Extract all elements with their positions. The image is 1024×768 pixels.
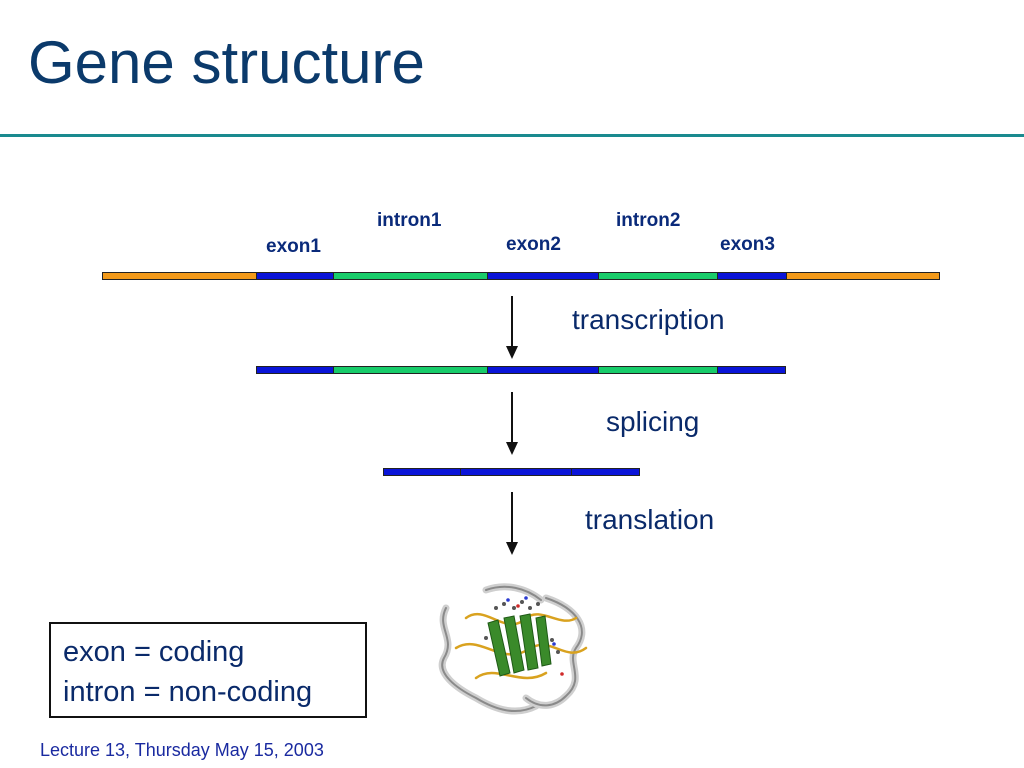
arrow-down-icon [506,492,518,555]
label-exon2: exon2 [506,234,561,255]
rna-intron2 [599,367,718,373]
rna-exon2 [488,367,599,373]
step-translation: translation [585,504,715,535]
slide-title: Gene structure [28,29,425,96]
mrna-exon3 [572,469,639,475]
label-exon1: exon1 [266,236,321,257]
dna-exon1 [257,273,334,279]
dna-intron2 [599,273,718,279]
label-intron1: intron1 [377,210,442,231]
slide-footer: Lecture 13, Thursday May 15, 2003 [40,740,324,760]
step-splicing: splicing [606,406,700,437]
mature-mrna-bar [383,468,640,476]
dna-exon3 [718,273,787,279]
rna-exon3 [718,367,785,373]
mrna-exon2 [461,469,572,475]
arrow-down-icon [506,392,518,455]
dna-exon2 [488,273,599,279]
utr-3prime [787,273,939,279]
legend-box: exon = coding intron = non-coding [49,622,367,718]
rna-intron1 [334,367,488,373]
pre-mrna-bar [256,366,786,374]
mrna-exon1 [384,469,461,475]
rna-exon1 [257,367,334,373]
label-intron2: intron2 [616,210,681,231]
legend-intron: intron = non-coding [63,676,313,708]
legend-exon: exon = coding [63,636,245,668]
title-divider [0,134,1024,137]
gene-dna-bar [102,272,940,280]
protein-structure-icon [438,583,588,715]
step-transcription: transcription [572,304,725,335]
dna-intron1 [334,273,488,279]
label-exon3: exon3 [720,234,775,255]
utr-5prime [103,273,257,279]
arrow-down-icon [506,296,518,359]
